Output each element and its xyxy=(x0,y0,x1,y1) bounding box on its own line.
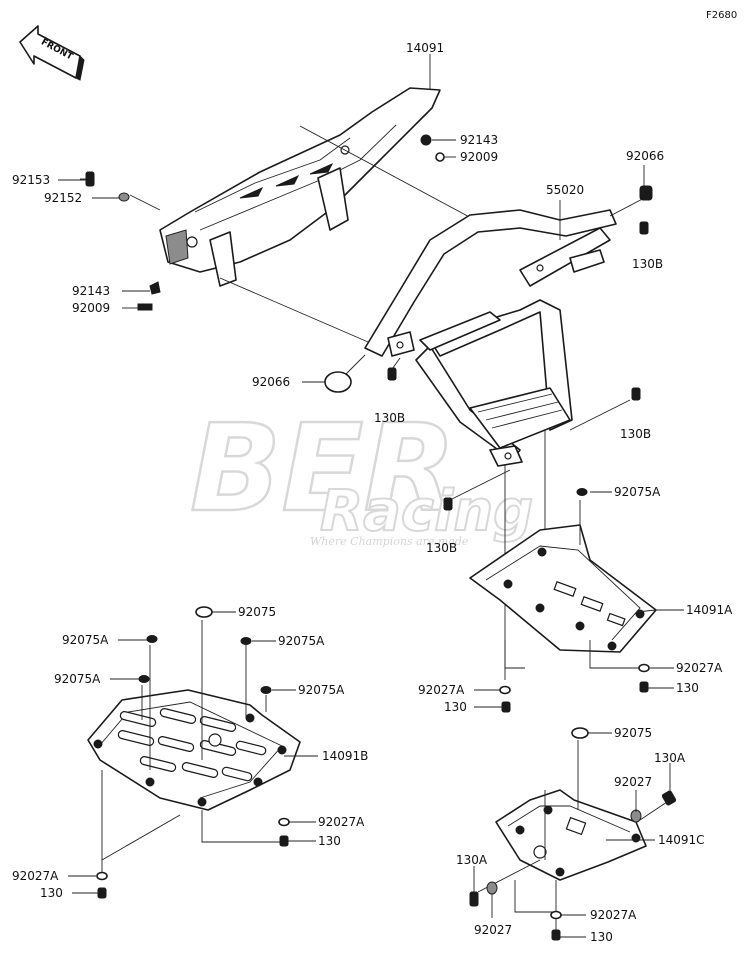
nuts-92075a-l xyxy=(138,635,272,694)
nuts-92075a-r xyxy=(576,488,588,496)
skid-plate-14091a xyxy=(469,524,657,653)
label-92066-top: 92066 xyxy=(626,149,664,163)
cap-92066-left xyxy=(324,371,352,393)
label-130a-c1: 130A xyxy=(654,751,686,765)
label-130b-3: 130B xyxy=(620,427,651,441)
bolts-130-l xyxy=(97,835,289,899)
washer-92152 xyxy=(118,192,130,202)
upper-guard-14091 xyxy=(159,87,441,287)
label-130-r1: 130 xyxy=(676,681,699,695)
label-92075-c: 92075 xyxy=(614,726,652,740)
label-92152: 92152 xyxy=(44,191,82,205)
label-92075a-l1: 92075A xyxy=(62,633,109,647)
label-14091c: 14091C xyxy=(658,833,705,847)
label-92027-c1: 92027 xyxy=(614,775,652,789)
nut-92075-c xyxy=(571,727,589,739)
label-92027a-l1: 92027A xyxy=(318,815,365,829)
watermark: BER Racing Where Champions are made xyxy=(189,399,535,548)
nut-92075-l xyxy=(195,606,213,618)
collar-92027a-c xyxy=(550,910,562,920)
label-55020: 55020 xyxy=(546,183,584,197)
label-92143-left: 92143 xyxy=(72,284,110,298)
bolts-130-r xyxy=(501,681,649,713)
bolts-130b xyxy=(387,221,649,511)
label-130b-4: 130B xyxy=(426,541,457,555)
label-92027a-l2: 92027A xyxy=(12,869,59,883)
label-92075a-l3: 92075A xyxy=(54,672,101,686)
skid-plate-14091c xyxy=(495,789,647,881)
grommet-92143-top xyxy=(420,134,432,146)
label-14091b: 14091B xyxy=(322,749,368,763)
label-92027a-r1: 92027A xyxy=(676,661,723,675)
label-92027-c2: 92027 xyxy=(474,923,512,937)
label-92075a-l2: 92075A xyxy=(278,634,325,648)
collar-92009-left xyxy=(137,303,153,311)
watermark-brand: BER xyxy=(190,400,456,539)
frame-55020 xyxy=(364,209,617,467)
label-92027a-c: 92027A xyxy=(590,908,637,922)
bolts-130a-c xyxy=(469,790,677,907)
label-14091a: 14091A xyxy=(686,603,733,617)
label-92027a-r2: 92027A xyxy=(418,683,465,697)
label-92143-top: 92143 xyxy=(460,133,498,147)
bolt-92153 xyxy=(80,171,95,187)
label-92153: 92153 xyxy=(12,173,50,187)
label-130-c: 130 xyxy=(590,930,613,944)
bolt-130-c xyxy=(551,929,561,941)
label-92009-left: 92009 xyxy=(72,301,110,315)
front-direction-arrow: FRONT xyxy=(19,25,85,81)
label-92075a-l4: 92075A xyxy=(298,683,345,697)
label-130a-c2: 130A xyxy=(456,853,488,867)
cap-92066-top xyxy=(639,185,653,201)
label-92066-left: 92066 xyxy=(252,375,290,389)
label-130-l2: 130 xyxy=(40,886,63,900)
watermark-sub: Racing xyxy=(320,479,533,544)
label-130-l1: 130 xyxy=(318,834,341,848)
grommet-92143-left xyxy=(149,281,161,295)
figure-code: F2680 xyxy=(706,10,737,21)
label-14091: 14091 xyxy=(406,41,444,55)
label-130-r2: 130 xyxy=(444,700,467,714)
collars-92027a-r xyxy=(499,663,650,695)
skid-plate-14091b xyxy=(87,689,301,811)
label-92075a-r: 92075A xyxy=(614,485,661,499)
label-92009-top: 92009 xyxy=(460,150,498,164)
watermark-tagline: Where Champions are made xyxy=(310,535,469,548)
collars-92027a-l xyxy=(96,817,290,881)
washers-92027-c xyxy=(486,809,642,895)
collar-92009-top xyxy=(435,152,445,162)
label-92075-l: 92075 xyxy=(238,605,276,619)
label-130b-2: 130B xyxy=(374,411,405,425)
label-130b-1: 130B xyxy=(632,257,663,271)
slot-pattern xyxy=(117,708,267,782)
